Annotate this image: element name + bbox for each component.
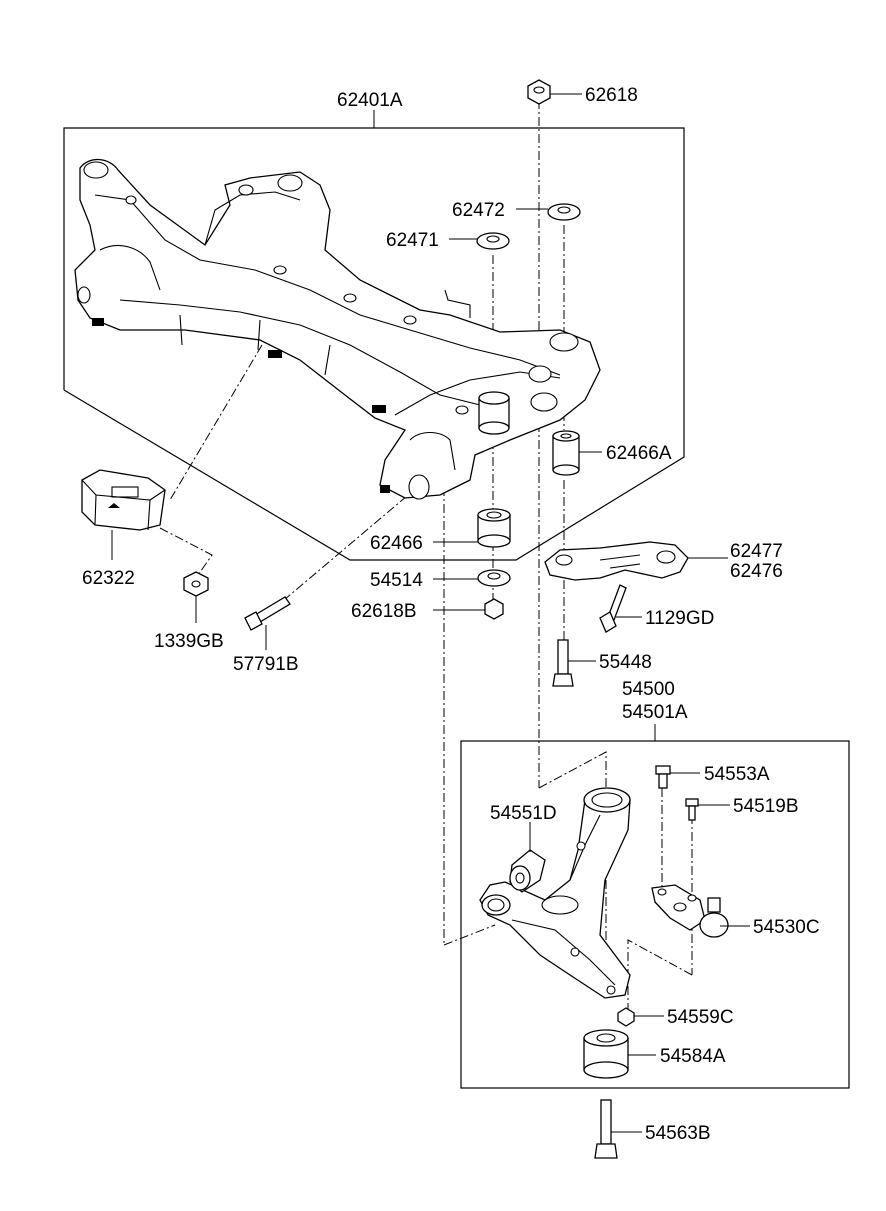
label-subframe: 62401A [337,90,403,111]
arm-rear-bushing [583,1029,629,1079]
washer [477,569,511,587]
label-bracket-b: 62476 [730,561,783,582]
label-arm-bolt-a: 54553A [704,764,770,785]
label-rear-bolt: 55448 [599,652,652,673]
leader-lines [111,93,750,1133]
label-lower-nut: 62618B [351,601,417,622]
label-washer: 54514 [370,570,423,591]
top-nut [527,79,551,105]
arm-nut [617,1007,635,1027]
rear-bracket [544,541,689,581]
label-arm-long-bolt: 54563B [645,1123,711,1144]
subframe-crossmember [74,158,601,500]
bracket-bolt [599,584,627,633]
label-upper-stopper-front: 62471 [386,230,439,251]
arm-front-bushing [509,849,546,893]
label-mount: 62322 [82,568,135,589]
subframe-bushing-front-upper [478,391,510,435]
label-bracket-bolt: 1129GD [645,608,714,629]
rear-bushing [552,430,580,476]
ball-joint [651,884,729,938]
part-labels: 62401A 62618 62472 62471 62466A 62466 54… [82,85,820,1144]
long-bolt [244,596,291,631]
label-arm-bushing: 54551D [490,803,557,824]
label-upper-stopper-rear: 62472 [452,200,505,221]
upper-stopper-front [476,232,510,250]
label-arm-a: 54500 [622,679,675,700]
upper-stopper-rear [547,203,581,221]
mount-nut [183,571,209,597]
rear-bolt [552,639,574,687]
transmission-mount [81,469,166,531]
subframe-group-outline [63,127,685,561]
label-top-nut: 62618 [585,85,638,106]
label-arm-nut: 54559C [667,1007,734,1028]
label-arm-rear-bushing: 54584A [660,1046,726,1067]
label-rear-bushing: 62466A [606,443,672,464]
label-arm-b: 54501A [622,702,688,723]
label-front-bushing: 62466 [370,533,423,554]
label-bracket-a: 62477 [730,541,783,562]
label-ball-joint: 54530C [753,917,820,938]
label-mount-nut: 1339GB [154,631,224,652]
arm-long-bolt [594,1099,618,1159]
lower-control-arm [479,787,631,999]
front-bushing [477,508,511,548]
label-long-bolt: 57791B [233,654,299,675]
arm-bolt-b [685,798,699,821]
label-arm-bolt-b: 54519B [733,796,799,817]
lower-nut [484,598,504,620]
arm-bolt-a [655,765,671,789]
